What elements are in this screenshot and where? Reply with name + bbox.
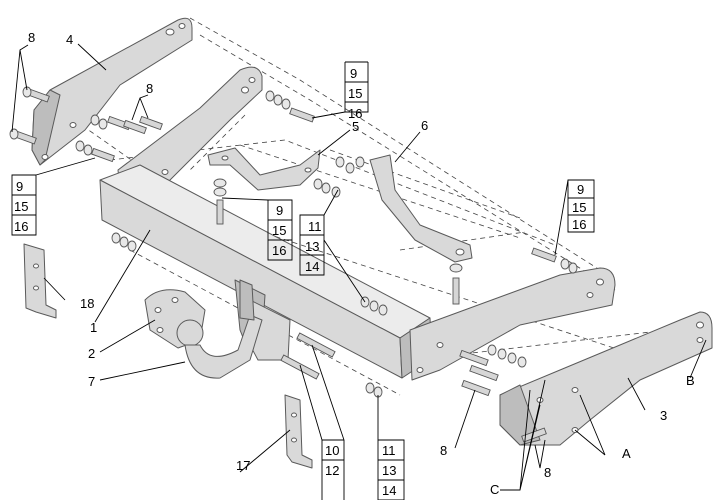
callout-C: C	[490, 482, 499, 497]
callout-9-top: 9	[350, 66, 357, 81]
callout-15-left: 15	[14, 199, 28, 214]
callout-8-mid: 8	[146, 81, 153, 96]
bracket-part-6	[369, 154, 473, 263]
callout-B: B	[686, 373, 695, 388]
callout-16-center: 16	[272, 243, 286, 258]
callout-10: 10	[325, 443, 339, 458]
fasteners	[9, 86, 578, 443]
callout-8-bot-left: 8	[440, 443, 447, 458]
callout-11-mid: 11	[308, 219, 322, 234]
callout-8-topleft: 8	[28, 30, 35, 45]
callout-labels: 8 4 8 9 15 16 5 6 9 15 16 9 15 16 11 13 …	[14, 30, 695, 498]
callout-5: 5	[352, 119, 359, 134]
callout-8-bot-right: 8	[544, 465, 551, 480]
callout-9-right: 9	[577, 182, 584, 197]
callout-12: 12	[325, 463, 339, 478]
callout-16-left: 16	[14, 219, 28, 234]
bracket-part-3	[499, 311, 713, 446]
leader-lines	[11, 43, 707, 500]
callout-14-mid: 14	[305, 259, 319, 274]
callout-11-bot: 11	[382, 443, 396, 458]
callout-18: 18	[80, 296, 94, 311]
callout-4: 4	[66, 32, 73, 47]
callout-A: A	[622, 446, 631, 461]
plate-part-18	[23, 243, 57, 319]
callout-16-right: 16	[572, 217, 586, 232]
callout-3: 3	[660, 408, 667, 423]
callout-16-top: 16	[348, 106, 362, 121]
plate-part-17	[284, 394, 313, 469]
callout-17: 17	[236, 458, 250, 473]
bracket-part-4	[31, 17, 193, 166]
callout-13-mid: 13	[305, 239, 319, 254]
callout-2: 2	[88, 346, 95, 361]
callout-15-top: 15	[348, 86, 362, 101]
bracket-part-5	[207, 147, 321, 191]
callout-6: 6	[421, 118, 428, 133]
callout-7: 7	[88, 374, 95, 389]
callout-9-left: 9	[16, 179, 23, 194]
callout-9-center: 9	[276, 203, 283, 218]
callout-13-bot: 13	[382, 463, 396, 478]
callout-1: 1	[90, 320, 97, 335]
callout-15-right: 15	[572, 200, 586, 215]
tow-ball-part-7	[176, 279, 263, 379]
callout-15-center: 15	[272, 223, 286, 238]
callout-14-bot: 14	[382, 483, 396, 498]
